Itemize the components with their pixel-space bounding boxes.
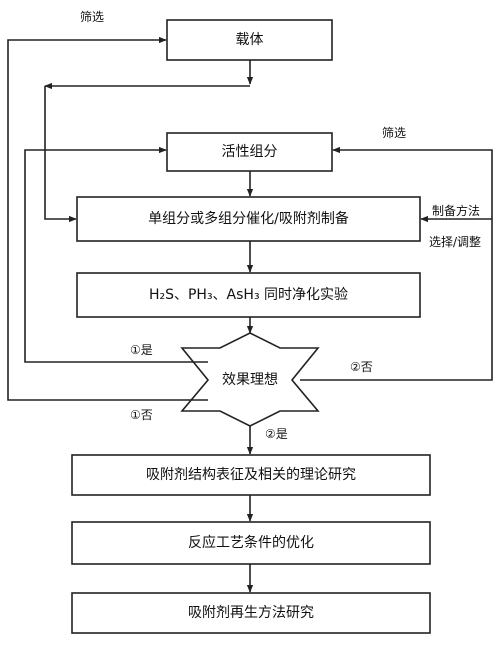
yes1-label: ①是	[130, 343, 153, 357]
characterization-box	[71, 454, 431, 496]
active-component-box	[166, 132, 333, 172]
purification-test-label: H₂S、PH₃、AsH₃ 同时净化实验	[149, 287, 348, 303]
regeneration-box	[71, 592, 431, 634]
carrier-label: 载体	[236, 32, 264, 48]
screen-label-right: 筛选	[382, 125, 406, 140]
active-component-label: 活性组分	[222, 144, 278, 160]
arrow-branch-to-prep	[44, 86, 77, 223]
process-optimization-label: 反应工艺条件的优化	[188, 534, 314, 551]
no2-label: ②否	[350, 360, 373, 374]
select-adjust-label: 选择/调整	[429, 234, 481, 249]
yes2-label: ②是	[265, 427, 288, 441]
screen-label-top-left: 筛选	[80, 9, 104, 24]
characterization-label: 吸附剂结构表征及相关的理论研究	[146, 467, 356, 483]
purification-test-box	[76, 272, 421, 318]
effect-check-label: 效果理想	[222, 372, 278, 388]
no1-label: ①否	[130, 408, 153, 422]
arrow-yes1-loop	[24, 146, 208, 363]
carrier-box	[166, 19, 333, 61]
arrow-no2-loop	[300, 146, 493, 381]
process-optimization-box	[71, 521, 431, 565]
catalyst-prep-box	[76, 196, 421, 242]
prep-method-label: 制备方法	[432, 203, 480, 218]
regeneration-label: 吸附剂再生方法研究	[188, 605, 314, 621]
arrow-no1-loop	[7, 36, 208, 401]
catalyst-prep-label: 单组分或多组分催化/吸附剂制备	[148, 210, 349, 227]
